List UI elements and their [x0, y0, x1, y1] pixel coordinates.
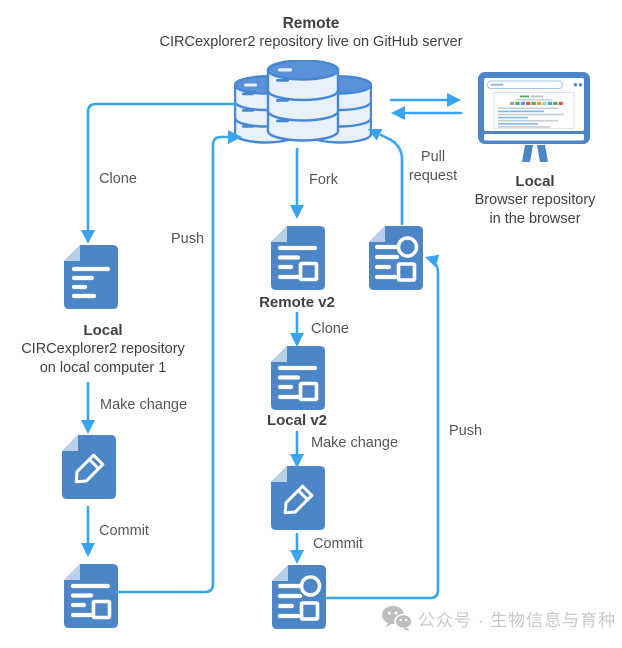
- browser-repo-line1: Browser repository: [474, 192, 596, 208]
- local-repo-line1: CIRCexplorer2 repository: [21, 341, 185, 357]
- commit-document-icon: [64, 564, 118, 628]
- pull-request-line2: request: [408, 168, 458, 184]
- local-v2-title: Local v2: [266, 412, 328, 429]
- edge-label-clone-left: Clone: [99, 171, 137, 187]
- arrowhead-commit-left: [81, 543, 95, 557]
- edge-label-pull-request: Pull request: [399, 148, 467, 186]
- database-stack-icon: [234, 60, 372, 148]
- local-repo-label: Local CIRCexplorer2 repository on local …: [10, 321, 196, 377]
- edge-label-push-right: Push: [449, 423, 483, 439]
- arrowhead-sync-left: [391, 106, 405, 120]
- edge-label-clone-mid: Clone: [311, 321, 349, 337]
- local-repo-line2: on local computer 1: [39, 359, 167, 376]
- edge-clone-left-line: [86, 102, 238, 233]
- local-repo-document-icon: [64, 245, 118, 309]
- edit-pencil-document-icon: [271, 466, 325, 530]
- remote-subtitle: CIRCexplorer2 repository live on GitHub …: [159, 34, 463, 50]
- monitor-browser-icon: [477, 71, 591, 163]
- pull-request-document-icon: [369, 226, 423, 290]
- arrowhead-sync-right: [447, 93, 461, 107]
- arrowhead-clone-left: [81, 230, 95, 244]
- wechat-icon: [382, 605, 412, 631]
- arrowhead-clone-mid: [290, 333, 304, 347]
- watermark: 公众号 · 生物信息与育种: [382, 605, 616, 631]
- commit-document-icon: [272, 565, 326, 629]
- remote-v2-title: Remote v2: [259, 294, 335, 311]
- pull-request-line1: Pull: [420, 149, 446, 165]
- local-repo-title: Local: [83, 322, 123, 339]
- remote-v2-document-icon: [271, 226, 325, 290]
- arrowhead-push-right: [425, 254, 440, 268]
- browser-repo-title: Local: [515, 173, 555, 190]
- arrowhead-fork: [290, 205, 304, 219]
- edit-pencil-document-icon: [62, 435, 116, 499]
- watermark-text: 公众号 · 生物信息与育种: [418, 610, 617, 630]
- local-v2-label: Local v2: [247, 411, 347, 430]
- remote-title: Remote: [282, 15, 340, 32]
- browser-repo-label: Local Browser repository in the browser: [464, 172, 606, 228]
- arrowhead-make-change-left: [81, 420, 95, 434]
- edge-label-push-left: Push: [171, 231, 205, 247]
- edge-label-fork: Fork: [309, 172, 338, 188]
- edge-label-make-change-left: Make change: [100, 397, 188, 413]
- remote-v2-label: Remote v2: [247, 293, 347, 312]
- local-v2-document-icon: [271, 346, 325, 410]
- arrowhead-commit-mid: [290, 550, 304, 564]
- edge-label-commit-mid: Commit: [313, 536, 363, 552]
- edge-label-make-change-mid: Make change: [311, 435, 399, 451]
- diagram-header: Remote CIRCexplorer2 repository live on …: [0, 14, 622, 52]
- edge-label-commit-left: Commit: [99, 523, 149, 539]
- browser-repo-line2: in the browser: [489, 210, 581, 227]
